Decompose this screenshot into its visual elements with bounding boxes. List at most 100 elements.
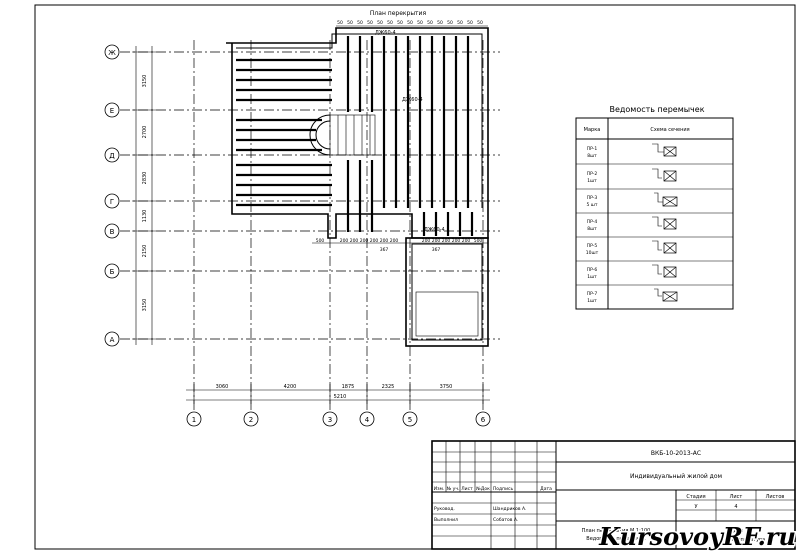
stamp-col-sheets: Листов <box>766 494 785 500</box>
axis-label-row: Е <box>110 107 114 115</box>
schedule-table: Марка Схема сечения <box>575 117 734 310</box>
watermark: KursovoyRF.ru <box>597 521 798 553</box>
stamp-name: Собатов А. <box>493 517 518 523</box>
stamp-sheet-title: План перекрытия М 1:100 <box>582 528 651 534</box>
bottom-dim: 200 <box>462 238 471 244</box>
row-dim-label: 2150 <box>142 245 148 258</box>
col-dim-label: 3060 <box>216 384 229 390</box>
schedule-qty: 1шт <box>587 274 597 280</box>
sheet-frame <box>34 4 796 550</box>
lintel-section-icon <box>652 143 677 157</box>
row-dim-label: 3150 <box>142 75 148 88</box>
top-dim: 50 <box>427 20 433 26</box>
top-dim: 50 <box>397 20 403 26</box>
stamp-name: Шандриков А. <box>493 506 526 512</box>
floor-plan <box>226 27 489 347</box>
top-dim: 50 <box>477 20 483 26</box>
col-dimension-chain: 3060 4200 1875 2325 3750 5210 <box>186 384 490 404</box>
bottom-dim: 500 <box>316 238 325 244</box>
col-dim-label: 4200 <box>284 384 297 390</box>
watermark-text: KursovoyRF.ru <box>598 522 796 551</box>
axis-label-col: 2 <box>249 416 253 424</box>
top-dim: 50 <box>347 20 353 26</box>
axis-label-row: В <box>110 228 115 236</box>
schedule-mark: ПР-6 <box>587 267 598 273</box>
schedule-mark: ПР-2 <box>587 171 598 177</box>
schedule-rows: ПР-1 8шт ПР-2 1шт ПР-3 5 шт ПР-4 8шт <box>586 143 678 304</box>
bottom-dim: 200 <box>370 238 379 244</box>
stamp-project: Индивидуальный жилой дом <box>630 473 722 480</box>
stamp-col-stage: Стадия <box>686 494 705 500</box>
bottom-dim: 200 <box>350 238 359 244</box>
lintel-section-icon <box>652 216 677 230</box>
plan-title: План перекрытия <box>370 10 427 17</box>
schedule-mark: ПР-3 <box>587 195 598 201</box>
axis-label-col: 1 <box>192 416 196 424</box>
schedule-qty: 8шт <box>587 226 597 232</box>
schedule-mark: ПР-7 <box>587 291 598 297</box>
bottom-dim-extra: 367 <box>380 247 389 253</box>
slabs-right <box>346 36 474 236</box>
stamp-header: Подпись <box>493 486 514 492</box>
axis-label-row: А <box>110 336 115 344</box>
bottom-dim: 200 <box>442 238 451 244</box>
axis-label-col: 6 <box>481 416 486 424</box>
row-dim-label: 3150 <box>142 299 148 312</box>
stamp-org: Отдел <box>727 528 744 534</box>
stamp-sheet-title: Ведомость перемычек <box>586 536 645 542</box>
plan-bottom-dims: 500 200 200 200 200 200 200 200 200 200 … <box>312 238 488 253</box>
top-dim: 50 <box>367 20 373 26</box>
top-dim: 50 <box>437 20 443 26</box>
schedule-col-mark: Марка <box>584 127 601 133</box>
stamp-header: Изм. <box>434 486 445 492</box>
schedule-mark: ПР-4 <box>587 219 598 225</box>
schedule-qty: 10шт <box>586 250 599 256</box>
axis-label-row: Б <box>110 268 115 276</box>
schedule-title: Ведомость перемычек <box>609 105 704 114</box>
col-axis-bubbles: 1 2 3 4 5 6 <box>186 411 491 427</box>
title-block-text: ВКБ-10-2013-АС Индивидуальный жилой дом … <box>434 450 785 543</box>
row-dimension-chain: 3150 2700 2830 1130 2150 3150 <box>132 46 156 345</box>
lintel-section-icon <box>654 192 678 207</box>
stamp-header: №Док <box>476 486 490 492</box>
row-dim-label: 2700 <box>142 126 148 139</box>
bottom-dim: 200 <box>380 238 389 244</box>
stamp-header: Дата <box>540 486 552 492</box>
col-dim-label: 2325 <box>382 384 395 390</box>
col-dim-label: 3750 <box>440 384 453 390</box>
schedule-qty: 1шт <box>587 178 597 184</box>
bottom-dim: 200 <box>390 238 399 244</box>
callout-slab: ДЖ60-4 <box>424 227 445 233</box>
top-dim: 50 <box>467 20 473 26</box>
callout-slab: ДЖ60-4 <box>402 97 423 103</box>
top-dim: 50 <box>377 20 383 26</box>
axis-label-row: Ж <box>108 49 116 57</box>
stamp-code: ВКБ-10-2013-АС <box>651 450 701 457</box>
stamp-header: Лист <box>461 486 473 492</box>
top-dim: 50 <box>457 20 463 26</box>
lintel-section-icon <box>652 264 677 278</box>
stamp-sheet-value: 4 <box>734 504 737 510</box>
stamp-role: Выполнил <box>434 517 458 523</box>
schedule-qty: 8шт <box>587 153 597 159</box>
row-axis-bubbles: Ж Е Д Г В Б А <box>104 44 120 347</box>
axis-label-row: Г <box>110 198 114 206</box>
axis-grid <box>120 40 500 410</box>
lintel-section-icon <box>652 240 677 254</box>
title-block <box>431 440 796 550</box>
top-dim: 50 <box>447 20 453 26</box>
row-dim-label: 2830 <box>142 172 148 185</box>
lintel-section-icon <box>652 168 677 182</box>
bottom-dim: 200 <box>422 238 431 244</box>
col-dim-sub: 5210 <box>334 394 347 400</box>
schedule-qty: 5 шт <box>586 202 597 208</box>
axis-label-col: 5 <box>408 416 412 424</box>
slabs-left <box>236 58 332 207</box>
bottom-dim: 200 <box>432 238 441 244</box>
schedule-mark: ПР-1 <box>587 146 598 152</box>
top-dim: 50 <box>357 20 363 26</box>
stamp-col-sheet: Лист <box>730 494 743 500</box>
bottom-dim: 200 <box>340 238 349 244</box>
plan-top-dims: 50 50 50 50 50 50 50 50 50 50 50 50 50 5… <box>336 20 488 27</box>
